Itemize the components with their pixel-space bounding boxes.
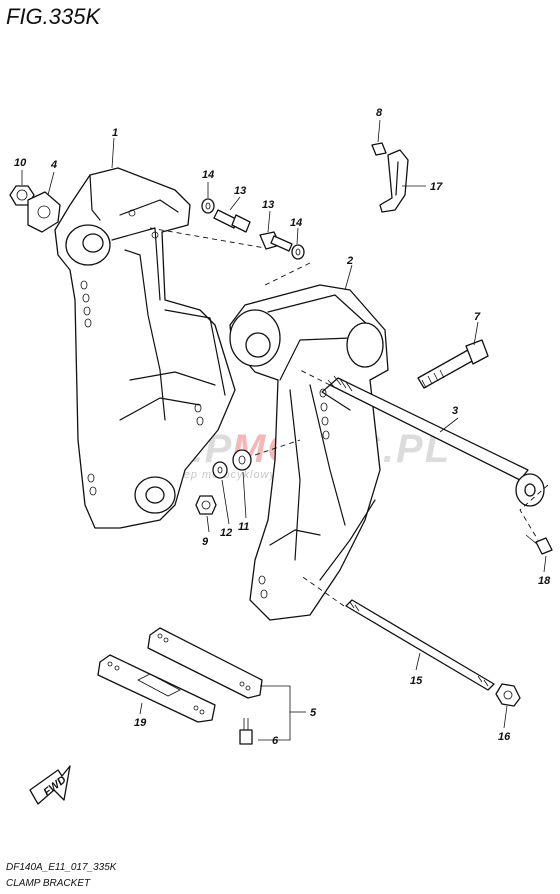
figure-title: FIG.335K xyxy=(6,4,101,29)
callout-2: 2 xyxy=(346,255,353,267)
bolt-13-upper xyxy=(213,209,251,233)
callout-16: 16 xyxy=(498,731,511,743)
nut-9 xyxy=(195,495,217,515)
bolt-7 xyxy=(417,339,489,389)
callout-12: 12 xyxy=(220,527,232,539)
bolt-6 xyxy=(239,718,253,745)
callout-14-lower: 14 xyxy=(290,217,302,229)
callout-7: 7 xyxy=(474,311,481,323)
screw-18 xyxy=(525,534,553,555)
washer-11 xyxy=(232,449,252,471)
plate-4 xyxy=(27,191,61,233)
bolt-13-lower xyxy=(259,231,293,252)
callout-18: 18 xyxy=(538,575,551,587)
rod-15 xyxy=(345,599,495,691)
callout-17: 17 xyxy=(430,181,443,193)
callout-4: 4 xyxy=(50,159,57,171)
screw-8 xyxy=(371,142,387,156)
callout-3: 3 xyxy=(452,405,458,417)
callout-8: 8 xyxy=(376,107,383,119)
figure-code: DF140A_E11_017_335K xyxy=(6,862,118,873)
callout-15: 15 xyxy=(410,675,423,687)
washer-12 xyxy=(212,461,228,479)
callout-11: 11 xyxy=(238,521,249,533)
callout-1: 1 xyxy=(112,127,118,139)
callout-10: 10 xyxy=(14,157,27,169)
callout-9: 9 xyxy=(202,536,209,548)
callout-5: 5 xyxy=(310,707,317,719)
bracket-17 xyxy=(379,149,409,213)
callout-6: 6 xyxy=(272,735,279,747)
spacer-19 xyxy=(97,654,216,723)
callout-13-upper: 13 xyxy=(234,185,246,197)
figure-caption: CLAMP BRACKET xyxy=(6,878,91,889)
callout-19: 19 xyxy=(134,717,147,729)
tilt-shaft xyxy=(321,375,545,507)
forward-direction-badge: FWD xyxy=(29,765,71,805)
spacer-5 xyxy=(147,627,263,699)
callout-labels: 1 2 3 4 5 6 7 8 9 10 11 12 13 13 14 14 1… xyxy=(14,107,551,747)
washer-14-upper xyxy=(201,198,215,214)
clamp-bracket-left xyxy=(54,167,236,529)
clamp-bracket-right xyxy=(229,284,389,621)
callout-14-upper: 14 xyxy=(202,169,214,181)
washer-14-lower xyxy=(291,244,305,260)
nut-16 xyxy=(495,683,521,707)
callout-13-lower: 13 xyxy=(262,199,274,211)
